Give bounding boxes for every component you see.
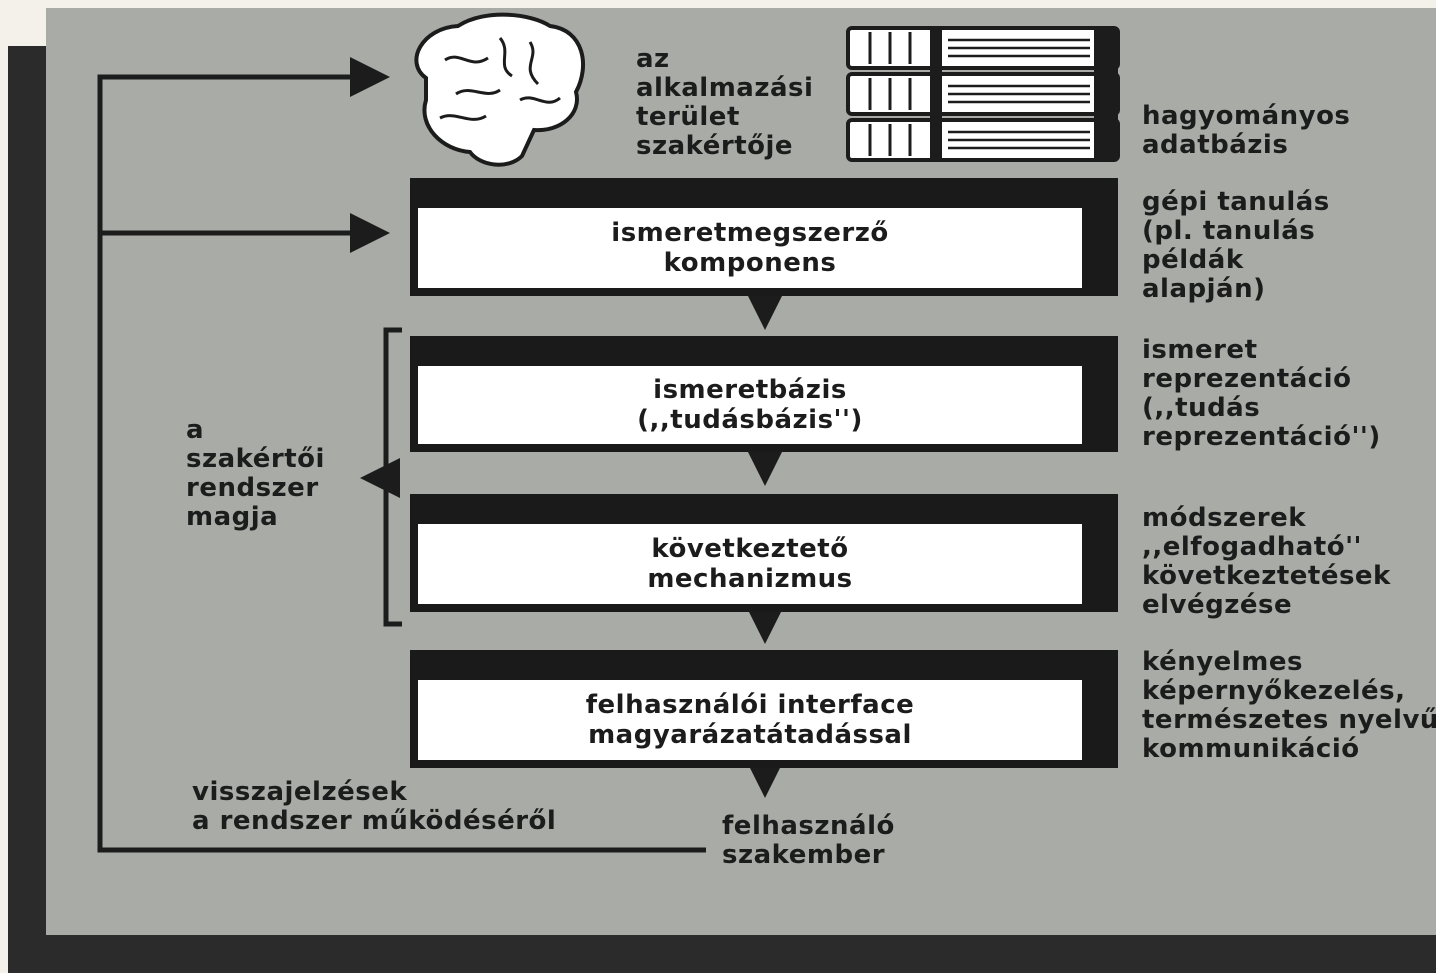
expert-label: az alkalmazási terület szakértője [636, 44, 814, 161]
methods-note: módszerek ,,elfogadható'' következtetése… [1142, 503, 1391, 620]
knowledge-base-box: ismeretbázis (,,tudásbázis'') [410, 336, 1118, 452]
knowledge-representation-note: ismeret reprezentáció (,,tudás reprezent… [1142, 335, 1381, 452]
inference-box-label: következtető mechanizmus [647, 534, 853, 594]
feedback-loop-line [97, 57, 706, 853]
acquisition-box-label: ismeretmegszerző komponens [611, 218, 889, 278]
core-bracket [383, 327, 402, 627]
user-label: felhasználó szakember [722, 811, 895, 870]
machine-learning-note: gépi tanulás (pl. tanulás példák alapján… [1142, 187, 1330, 304]
database-label: hagyományos adatbázis [1142, 101, 1351, 160]
core-label: a szakértői rendszer magja [186, 415, 325, 532]
user-interface-box: felhasználói interface magyarázatátadáss… [410, 650, 1118, 768]
books-icon [846, 26, 1120, 162]
acquisition-box: ismeretmegszerző komponens [410, 178, 1118, 296]
knowledge-base-box-label: ismeretbázis (,,tudásbázis'') [637, 375, 863, 435]
user-interface-box-label: felhasználói interface magyarázatátadáss… [585, 690, 915, 750]
inference-box: következtető mechanizmus [410, 494, 1118, 612]
feedback-label: visszajelzések a rendszer működéséről [192, 777, 557, 836]
brain-icon [414, 12, 585, 167]
comfortable-note: kényelmes képernyőkezelés, természetes n… [1142, 647, 1436, 764]
